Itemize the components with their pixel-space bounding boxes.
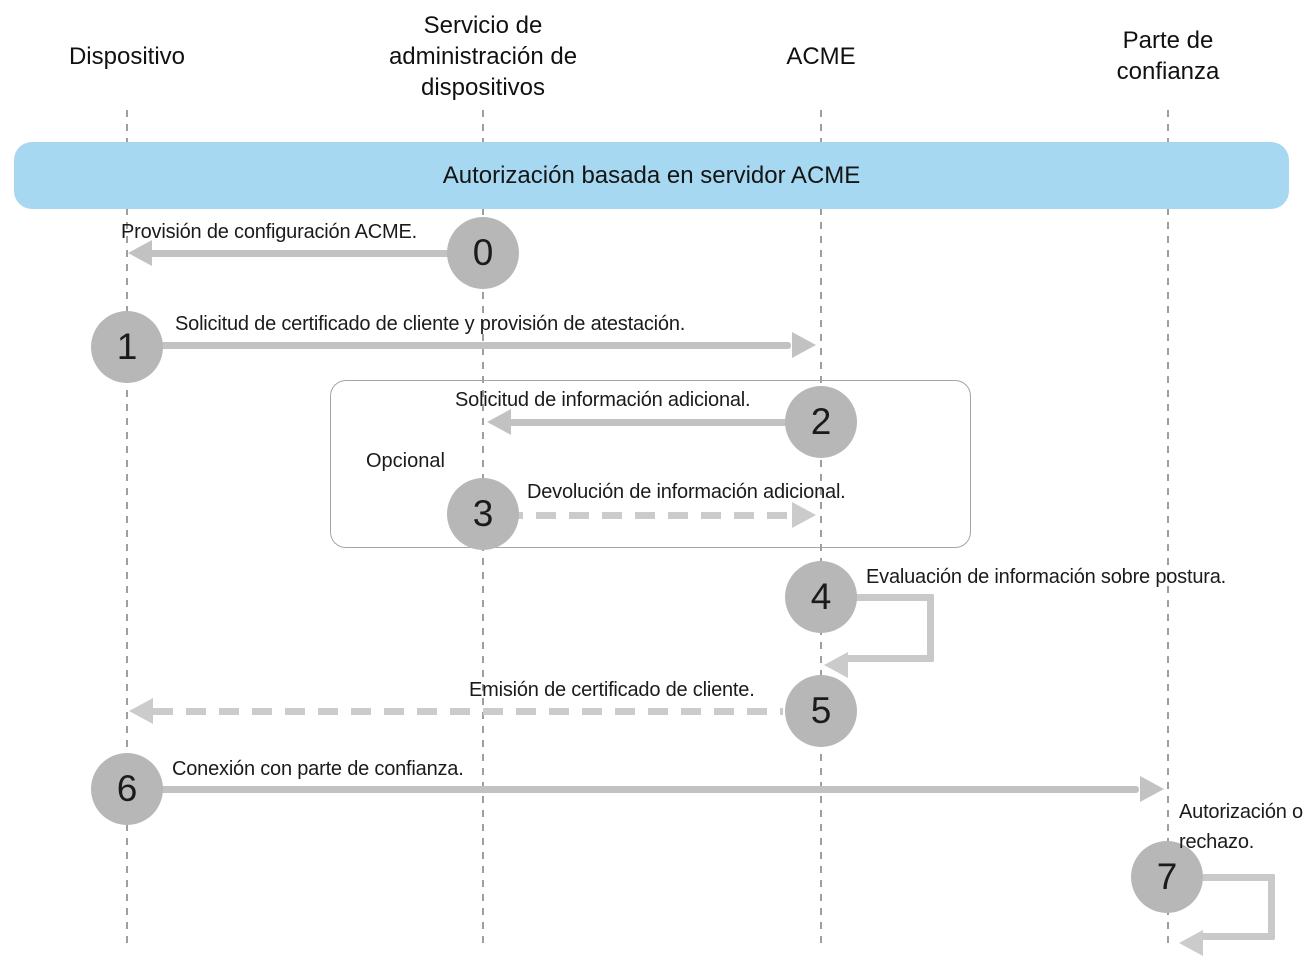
step-badge-7: 7 xyxy=(1131,841,1203,913)
arrowhead-left-icon xyxy=(487,409,511,435)
step-badge-3: 3 xyxy=(447,478,519,550)
lifeline-device xyxy=(126,110,128,950)
message-label-0: Provisión de configuración ACME. xyxy=(121,221,417,243)
message-arrow-0 xyxy=(146,250,483,257)
step-badge-2: 2 xyxy=(785,386,857,458)
lifeline-relying-party xyxy=(1167,110,1169,950)
message-label-4: Evaluación de información sobre postura. xyxy=(866,566,1226,588)
step-badge-4: 4 xyxy=(785,561,857,633)
arrowhead-right-icon xyxy=(792,332,816,358)
actor-label-device: Dispositivo xyxy=(68,42,186,70)
step-badge-0: 0 xyxy=(447,217,519,289)
step-badge-5: 5 xyxy=(785,675,857,747)
arrowhead-left-icon xyxy=(824,652,848,678)
arrowhead-left-icon xyxy=(1179,930,1203,956)
message-arrow-2 xyxy=(509,419,821,426)
actor-label-mdm: Servicio de administración de dispositiv… xyxy=(388,11,578,101)
message-label-6: Conexión con parte de confianza. xyxy=(172,758,464,780)
message-arrow-3 xyxy=(503,512,791,519)
phase-banner: Autorización basada en servidor ACME xyxy=(14,142,1289,209)
arrowhead-left-icon xyxy=(129,698,153,724)
message-arrow-5 xyxy=(153,708,783,715)
message-label-7: Autorización o rechazo. xyxy=(1179,801,1303,853)
arrowhead-right-icon xyxy=(792,502,816,528)
actor-label-relying-party: Parte de confianza xyxy=(1116,27,1220,85)
lifeline-acme xyxy=(820,110,822,950)
optional-group-label: Opcional xyxy=(366,450,445,472)
self-loop-arrow-4 xyxy=(824,594,934,678)
arrowhead-left-icon xyxy=(128,240,152,266)
message-label-1: Solicitud de certificado de cliente y pr… xyxy=(175,313,686,335)
message-label-5: Emisión de certificado de cliente. xyxy=(469,679,755,701)
message-arrow-1 xyxy=(127,342,791,349)
message-label-3: Devolución de información adicional. xyxy=(527,481,846,503)
self-loop-arrow-7 xyxy=(1179,874,1275,956)
arrowhead-right-icon xyxy=(1140,776,1164,802)
step-badge-1: 1 xyxy=(91,311,163,383)
message-label-2: Solicitud de información adicional. xyxy=(455,389,751,411)
message-arrow-6 xyxy=(127,786,1139,793)
actor-label-acme: ACME xyxy=(786,42,856,70)
phase-banner-title: Autorización basada en servidor ACME xyxy=(442,161,861,189)
step-badge-6: 6 xyxy=(91,753,163,825)
optional-group-box xyxy=(330,380,971,548)
